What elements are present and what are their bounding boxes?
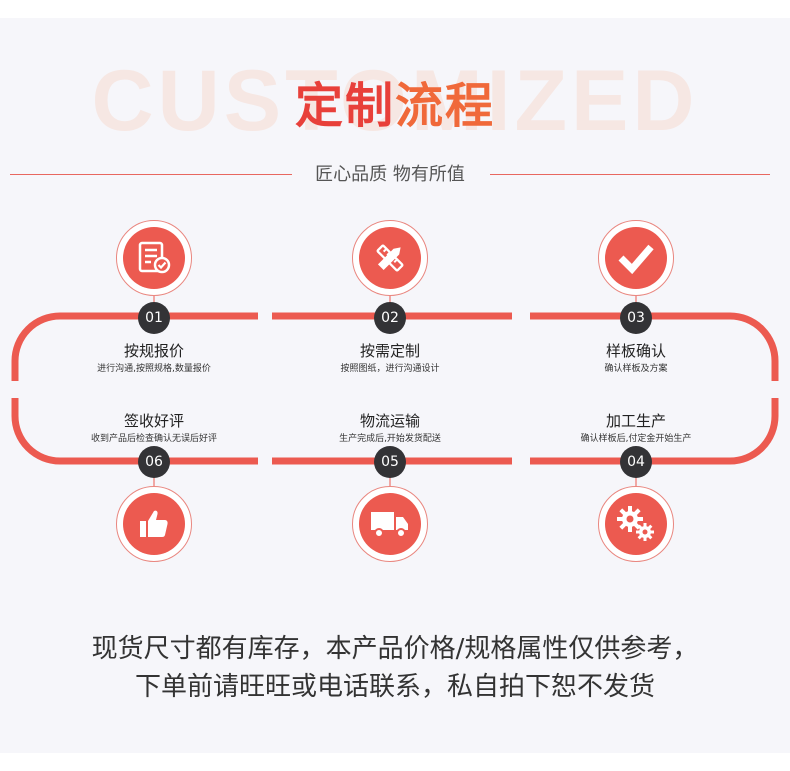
gears-icon: [617, 506, 654, 541]
step-04-badge: 04: [620, 446, 652, 478]
step-03-title: 样板确认: [605, 342, 666, 360]
notice-line-2: 下单前请旺旺或电话联系，私自拍下恕不发货: [134, 672, 655, 702]
step-02-title: 按需定制: [359, 342, 420, 360]
page-subtitle: 匠心品质 物有所值: [315, 164, 465, 185]
step-02-badge: 02: [374, 302, 406, 334]
pencil-ruler-icon: [376, 244, 404, 272]
step-03-icon-circle: [598, 220, 674, 296]
step-06-desc: 收到产品后检查确认无误后好评: [90, 434, 217, 444]
thumbs-up-icon: [140, 510, 168, 537]
step-05-badge: 05: [374, 446, 406, 478]
page-title: 定制流程: [0, 82, 790, 130]
notice-text: 现货尺寸都有库存，本产品价格/规格属性仅供参考， 下单前请旺旺或电话联系，私自拍…: [0, 630, 790, 706]
step-04-icon-circle: [598, 486, 674, 562]
step-05-desc: 生产完成后,开始发货配送: [339, 434, 441, 444]
track-top-left: [11, 312, 258, 381]
step-03-desc: 确认样板及方案: [604, 364, 668, 374]
subtitle-row: 匠心品质 物有所值: [0, 163, 790, 187]
step-01-desc: 进行沟通,按照规格,数量报价: [97, 364, 211, 374]
track-bottom-right: [530, 398, 779, 465]
divider-right: [490, 174, 770, 175]
step-05-title: 物流运输: [359, 412, 420, 430]
step-04-title: 加工生产: [605, 412, 666, 430]
track-bottom-left: [11, 398, 258, 465]
step-01-title: 按规报价: [123, 342, 184, 360]
watermark-text: CUSTOMIZED: [91, 53, 699, 149]
checkmark-icon: [618, 244, 654, 275]
step-03-badge: 03: [620, 302, 652, 334]
delivery-truck-icon: [371, 512, 408, 538]
track-top-right: [530, 312, 779, 381]
page-title-part2: 流程: [395, 78, 496, 134]
step-06-title: 签收好评: [123, 412, 184, 430]
quote-document-icon: [138, 241, 171, 274]
divider-left: [10, 174, 292, 175]
notice-line-1: 现货尺寸都有库存，本产品价格/规格属性仅供参考，: [91, 634, 699, 664]
step-06-icon-circle: [116, 486, 192, 562]
step-06-badge: 06: [138, 446, 170, 478]
step-05-icon-circle: [352, 486, 428, 562]
step-01-badge: 01: [138, 302, 170, 334]
step-04-desc: 确认样板后,付定金开始生产: [580, 434, 692, 444]
step-02-icon-circle: [352, 220, 428, 296]
step-01-icon-circle: [116, 220, 192, 296]
page-title-part1: 定制: [294, 78, 395, 134]
step-02-desc: 按照图纸，进行沟通设计: [340, 364, 440, 374]
